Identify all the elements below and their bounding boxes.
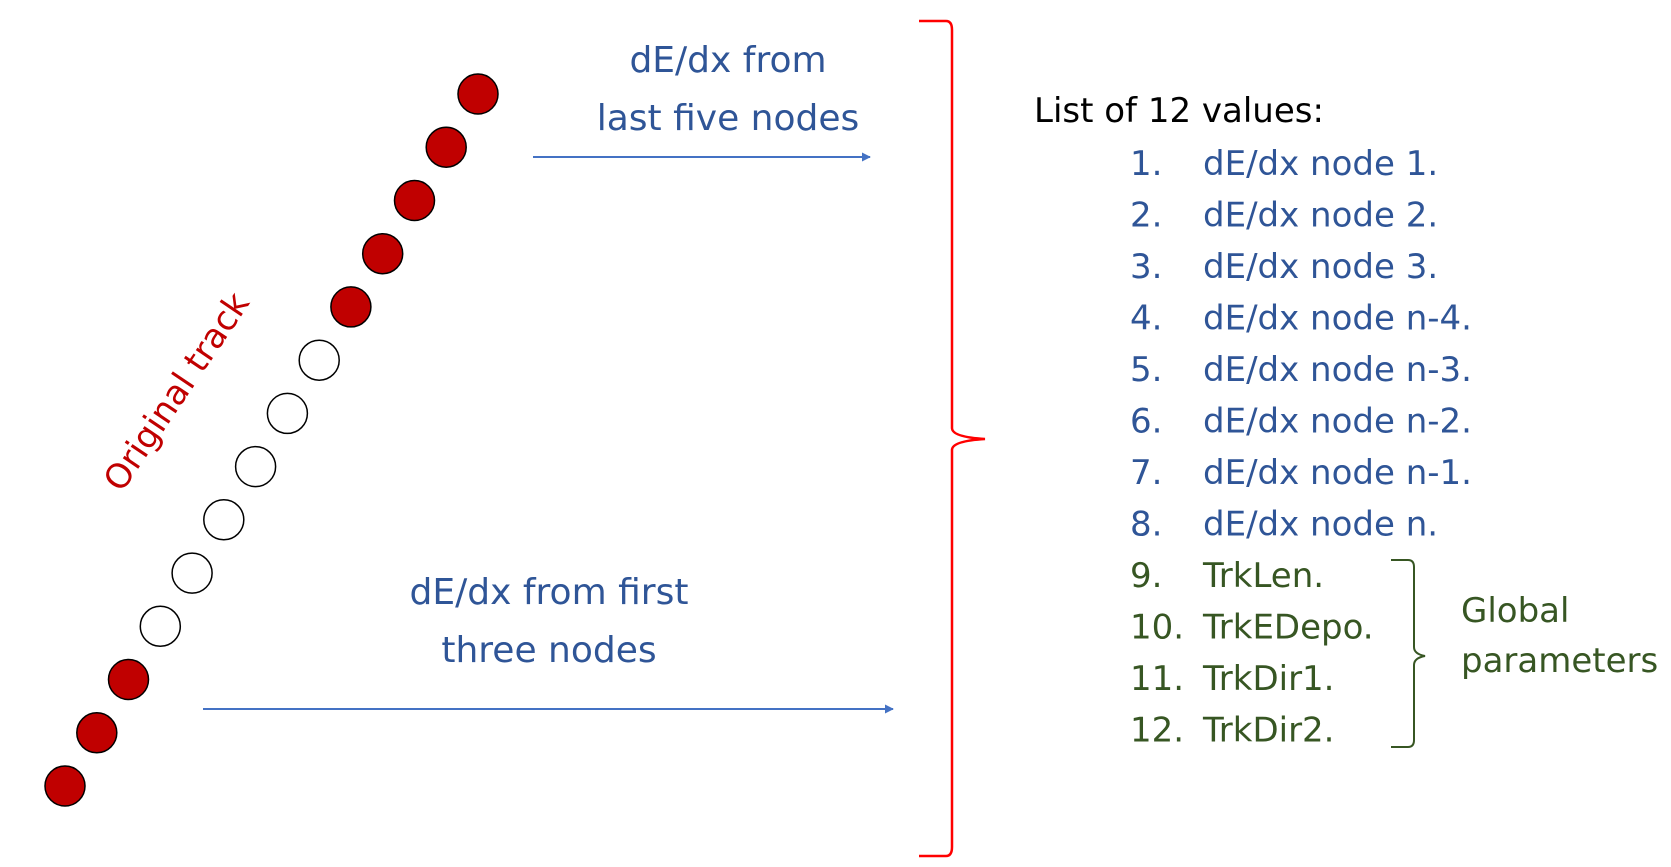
list-item-number: 9. [1130,556,1162,596]
list-item-text: dE/dx node n-4. [1203,299,1472,339]
list-item-text: dE/dx node n-3. [1203,350,1472,390]
list-item-text: dE/dx node 1. [1203,144,1438,184]
track-node-filled [330,286,372,328]
track-node-filled [393,179,436,222]
list-item-number: 3. [1130,247,1162,287]
list-item-number: 10. [1130,608,1184,648]
list-item-number: 7. [1130,453,1162,493]
list-item-number: 12. [1130,711,1184,751]
global-label-line2: parameters [1461,641,1658,681]
values-list: 1. dE/dx node 1. 2. dE/dx node 2. 3. dE/dx no… [1130,144,1472,751]
list-item-text: dE/dx node n-2. [1203,402,1472,442]
list-item-text: TrkLen. [1202,556,1324,596]
list-item-text: TrkDir2. [1202,711,1334,751]
list-item-text: TrkDir1. [1202,659,1334,699]
track-node-empty [234,445,277,488]
track-node-filled [425,126,467,168]
global-label-line1: Global [1461,591,1569,631]
bottom-arrow-label-line1: dE/dx from first [410,572,689,613]
list-item-text: dE/dx node 3. [1203,247,1438,287]
list-item-text: dE/dx node 2. [1203,196,1438,236]
bottom-arrow-group: dE/dx from first three nodes [203,572,894,714]
list-item-number: 6. [1130,402,1162,442]
track-node-filled [361,232,404,275]
list-item-number: 8. [1130,505,1162,545]
track-node-empty [266,392,309,435]
top-arrow-group: dE/dx from last five nodes [533,40,871,162]
track-node-empty [203,499,245,541]
global-brace [1391,559,1426,748]
track-node-empty [171,552,213,594]
list-item-number: 2. [1130,196,1162,236]
bottom-arrow-label-line2: three nodes [441,630,656,671]
track-nodes [44,73,499,807]
list-item-number: 11. [1130,659,1184,699]
list-item-text: dE/dx node n. [1203,505,1438,545]
list-item-text: dE/dx node n-1. [1203,453,1472,493]
track-node-filled [457,73,499,115]
track-node-filled [76,712,118,754]
top-arrow-label-line2: last five nodes [597,98,860,139]
main-brace [919,19,986,858]
list-item-number: 4. [1130,299,1162,339]
list-item-number: 1. [1130,144,1162,184]
track-node-empty [139,605,182,648]
track-node-filled [44,765,86,807]
list-title: List of 12 values: [1034,91,1324,131]
track-node-filled [107,658,150,701]
track-label: Original track [96,285,258,499]
top-arrow-label-line1: dE/dx from [629,40,826,81]
list-item-number: 5. [1130,350,1162,390]
track-node-empty [298,339,340,381]
list-item-text: TrkEDepo. [1202,608,1374,648]
